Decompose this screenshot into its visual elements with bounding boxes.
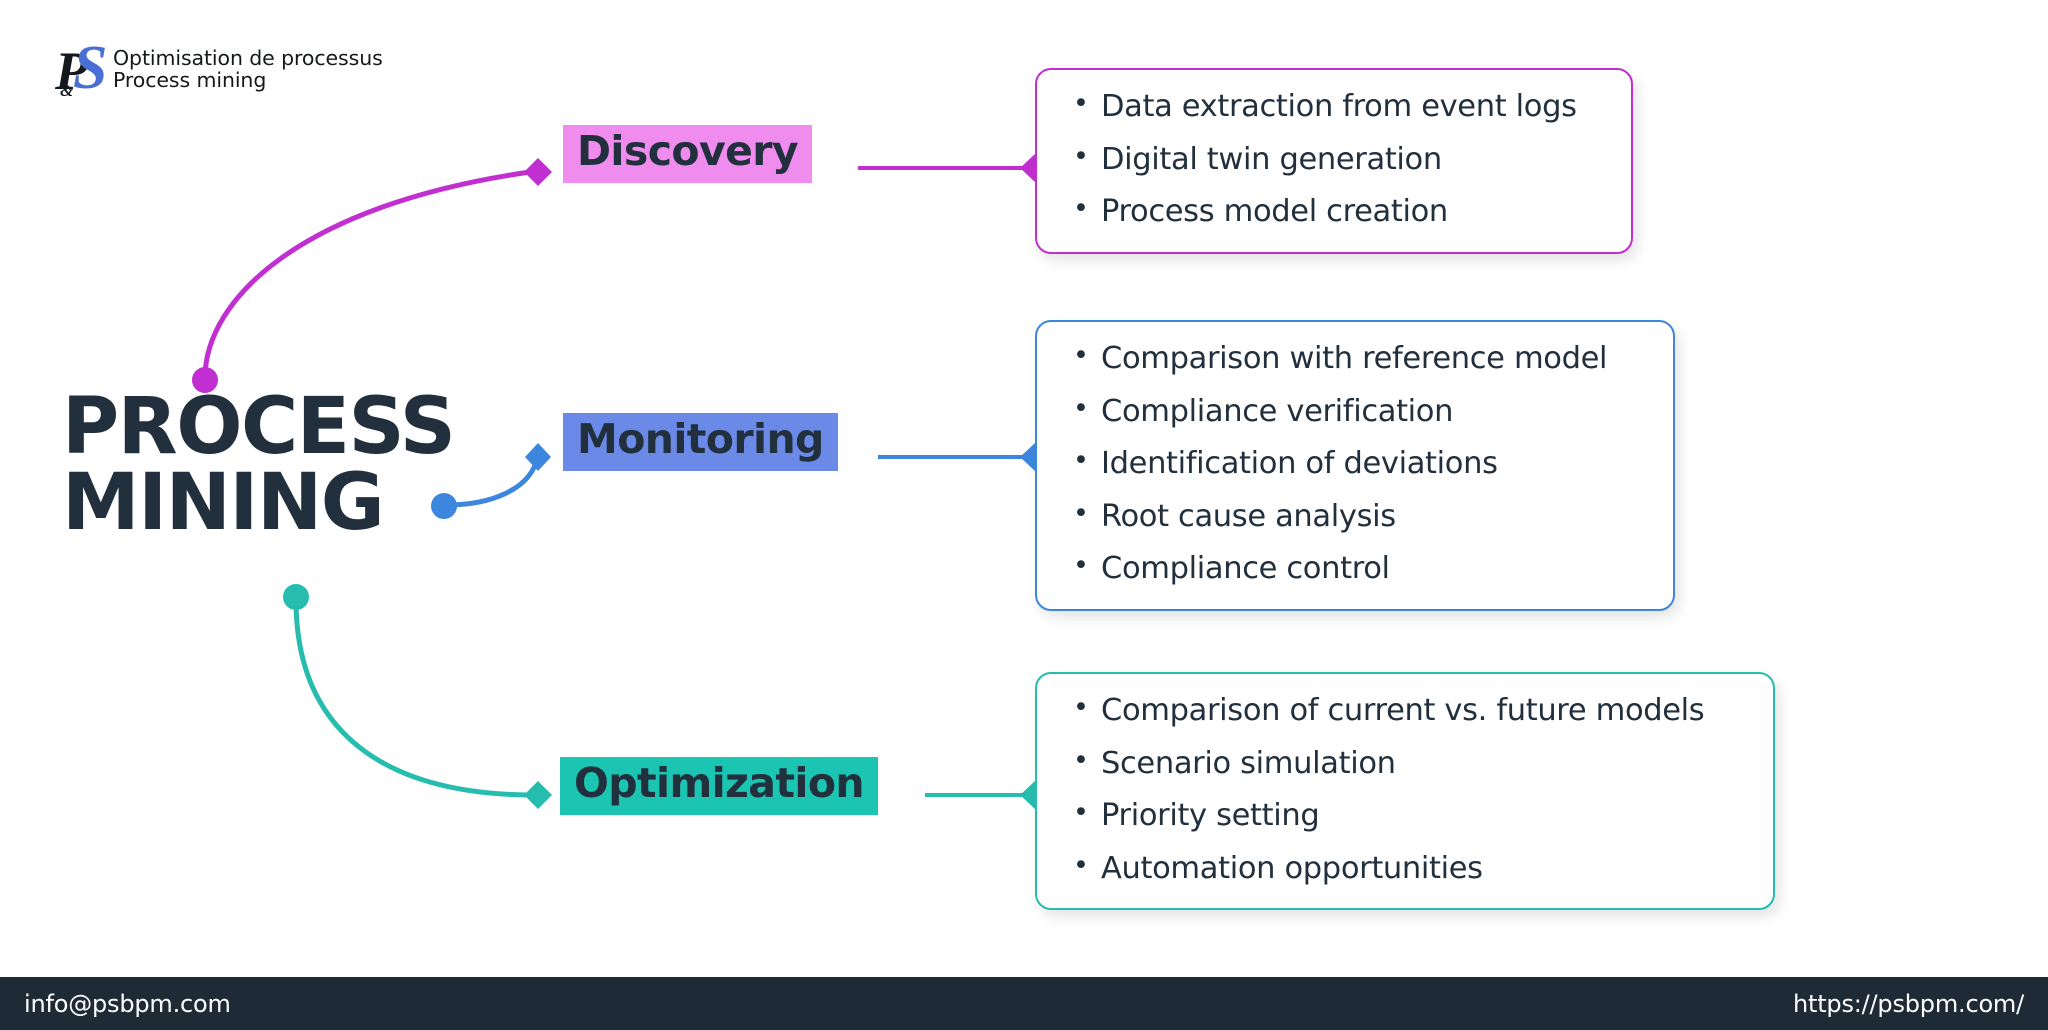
list-item: Comparison with reference model	[1071, 342, 1639, 375]
diamond-discovery-label	[524, 158, 552, 186]
dot-optimization	[283, 584, 309, 610]
logo-tagline-line1: Optimisation de processus	[113, 45, 383, 70]
branch-label-monitoring[interactable]: Monitoring	[563, 413, 838, 472]
bullet-list-monitoring: Comparison with reference model Complian…	[1071, 342, 1639, 585]
list-item: Identification of deviations	[1071, 447, 1639, 480]
logo-ampersand: &	[60, 81, 74, 100]
list-item: Compliance control	[1071, 552, 1639, 585]
list-item: Compliance verification	[1071, 395, 1639, 428]
list-item: Priority setting	[1071, 799, 1739, 832]
logo-letter-p: P	[55, 41, 88, 101]
list-item: Digital twin generation	[1071, 143, 1597, 176]
curve-optimization	[293, 597, 531, 798]
list-item: Root cause analysis	[1071, 500, 1639, 533]
brand-logo: P S & Optimisation de processus Process …	[55, 36, 385, 102]
diamond-monitoring-label	[525, 443, 551, 471]
logo-tagline: Optimisation de processus Process mining	[113, 47, 383, 91]
page-title: PROCESS MINING	[62, 382, 456, 548]
branch-card-discovery: Data extraction from event logs Digital …	[1035, 68, 1633, 254]
bullet-list-discovery: Data extraction from event logs Digital …	[1071, 90, 1597, 228]
footer-website[interactable]: https://psbpm.com/	[1793, 989, 2024, 1018]
logo-letter-s: S	[73, 34, 108, 102]
branch-card-monitoring: Comparison with reference model Complian…	[1035, 320, 1675, 611]
footer-email[interactable]: info@psbpm.com	[24, 989, 231, 1018]
branch-label-optimization[interactable]: Optimization	[560, 757, 878, 816]
curve-monitoring	[443, 452, 541, 508]
footer-bar: info@psbpm.com https://psbpm.com/	[0, 977, 2048, 1030]
curve-discovery	[202, 169, 533, 381]
list-item: Data extraction from event logs	[1071, 90, 1597, 123]
logo-tagline-line2: Process mining	[113, 68, 267, 92]
list-item: Comparison of current vs. future models	[1071, 694, 1739, 727]
list-item: Automation opportunities	[1071, 852, 1739, 885]
list-item: Scenario simulation	[1071, 747, 1739, 780]
bullet-list-optimization: Comparison of current vs. future models …	[1071, 694, 1739, 885]
branch-label-discovery[interactable]: Discovery	[563, 125, 813, 184]
logo-monogram-icon: P S &	[55, 34, 108, 102]
diamond-optimization-label	[524, 781, 552, 809]
list-item: Process model creation	[1071, 195, 1597, 228]
branch-card-optimization: Comparison of current vs. future models …	[1035, 672, 1775, 910]
